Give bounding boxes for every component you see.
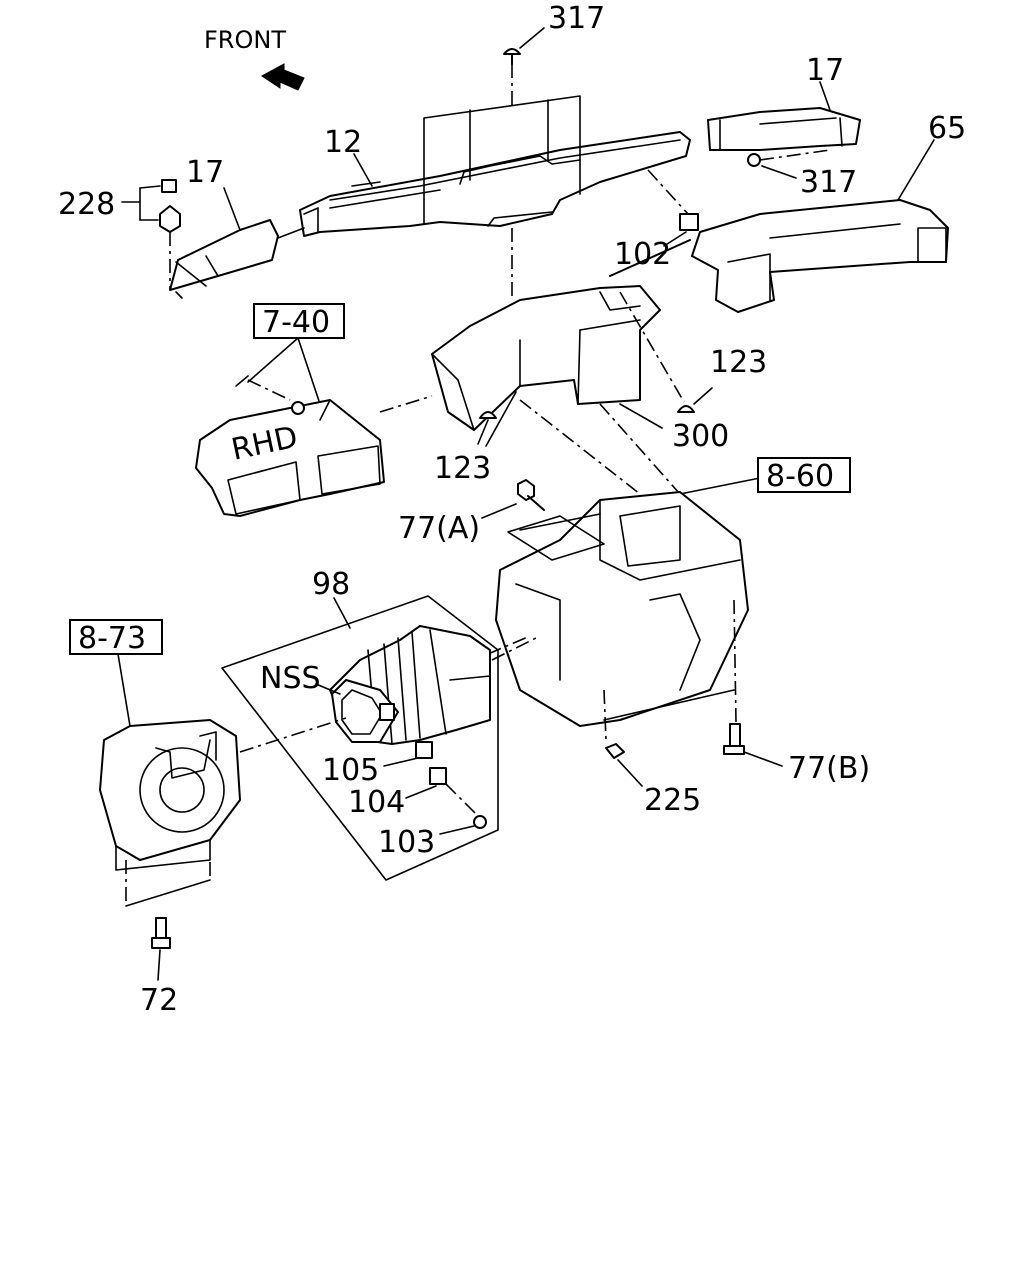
side-vent-duct-17-right bbox=[707, 81, 861, 151]
callout-102: 102 bbox=[614, 237, 671, 272]
callout-98: 98 bbox=[312, 567, 350, 602]
leader-12 bbox=[353, 153, 373, 187]
screw-123-right bbox=[619, 291, 713, 413]
callout-105: 105 bbox=[322, 753, 379, 788]
callout-123-right: 123 bbox=[710, 345, 767, 380]
front-arrow-icon bbox=[261, 63, 305, 91]
clip-104 bbox=[405, 767, 447, 799]
ref-box-7-40: 7-40 bbox=[247, 303, 345, 405]
heater-unit bbox=[487, 491, 749, 741]
duct-17-tip bbox=[175, 291, 183, 299]
connector-lines bbox=[519, 399, 761, 495]
callout-123-left: 123 bbox=[434, 451, 491, 486]
fastener-228 bbox=[121, 179, 181, 290]
ref-label-7-40: 7-40 bbox=[262, 305, 330, 340]
screw-103 bbox=[439, 783, 487, 835]
screw-123-left bbox=[477, 391, 517, 447]
callout-104: 104 bbox=[348, 785, 405, 820]
distribution-duct-300 bbox=[431, 239, 691, 431]
blower-unit bbox=[99, 719, 241, 907]
side-vent-duct-65 bbox=[691, 139, 949, 313]
front-indicator: FRONT bbox=[204, 26, 305, 91]
callout-17-left: 17 bbox=[186, 155, 224, 190]
bolt-77b bbox=[723, 723, 783, 767]
callout-65: 65 bbox=[928, 111, 966, 146]
clip-102 bbox=[647, 169, 699, 247]
rhd-vent-duct: RHD bbox=[195, 375, 433, 517]
screw-317-right bbox=[747, 149, 831, 179]
callout-77b: 77(B) bbox=[788, 751, 870, 786]
bolt-77a bbox=[481, 479, 545, 519]
callout-17-right: 17 bbox=[806, 53, 844, 88]
callout-nss: NSS bbox=[260, 661, 321, 696]
callout-12: 12 bbox=[324, 125, 362, 160]
callout-317-top: 317 bbox=[548, 1, 605, 36]
callout-228: 228 bbox=[58, 187, 115, 222]
ref-label-8-60: 8-60 bbox=[766, 459, 834, 494]
center-duct-12 bbox=[299, 131, 691, 237]
ref-box-8-60: 8-60 bbox=[757, 457, 851, 494]
side-vent-duct-17-left bbox=[169, 187, 305, 291]
bolt-72 bbox=[151, 917, 171, 981]
ref-label-8-73: 8-73 bbox=[78, 621, 146, 656]
group-frame-98 bbox=[221, 595, 499, 881]
front-label: FRONT bbox=[204, 26, 286, 54]
callout-103: 103 bbox=[378, 825, 435, 860]
leader-nss bbox=[315, 683, 341, 695]
screw-317-top bbox=[503, 27, 545, 65]
intake-duct bbox=[239, 625, 541, 753]
clip-225 bbox=[605, 743, 643, 787]
top-bracket-lines bbox=[423, 64, 581, 300]
callout-317-right: 317 bbox=[800, 165, 857, 200]
callout-225: 225 bbox=[644, 783, 701, 818]
ref-box-8-73: 8-73 bbox=[69, 619, 163, 727]
callout-77a: 77(A) bbox=[398, 511, 480, 546]
gasket-105 bbox=[383, 741, 433, 767]
callout-72: 72 bbox=[140, 983, 178, 1018]
callout-300: 300 bbox=[672, 419, 729, 454]
